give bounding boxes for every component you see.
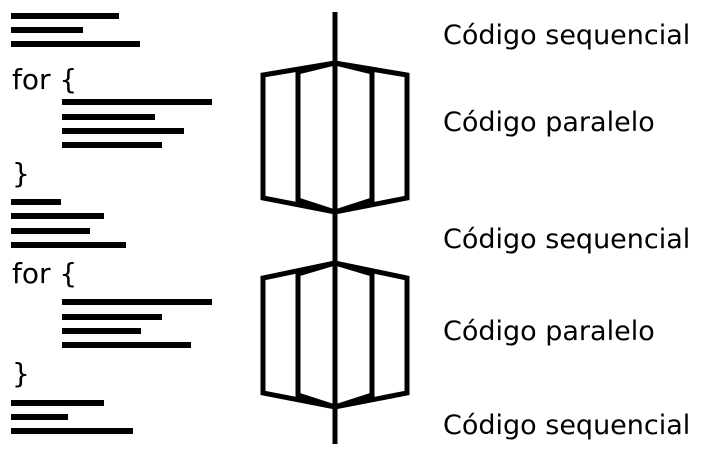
close-brace-2: } bbox=[12, 357, 30, 390]
label-sequential-1: Código sequencial bbox=[443, 20, 691, 51]
code-line-seq3-3 bbox=[11, 428, 133, 434]
code-line-seq2-3 bbox=[11, 228, 90, 234]
label-parallel-1: Código paralelo bbox=[443, 107, 655, 138]
label-parallel-2: Código paralelo bbox=[443, 316, 655, 347]
code-line-seq1-2 bbox=[11, 27, 83, 33]
label-sequential-3: Código sequencial bbox=[443, 410, 691, 441]
label-sequential-2: Código sequencial bbox=[443, 224, 691, 255]
parallel-region-2-inner bbox=[295, 260, 375, 410]
code-line-seq1-3 bbox=[11, 41, 140, 47]
code-line-loop1-3 bbox=[62, 128, 184, 134]
code-line-loop1-2 bbox=[62, 114, 155, 120]
code-line-seq2-2 bbox=[11, 213, 104, 219]
close-brace-1: } bbox=[12, 157, 30, 190]
code-line-loop1-1 bbox=[62, 99, 212, 105]
for-keyword-2: for { bbox=[12, 257, 78, 290]
code-line-loop2-2 bbox=[62, 314, 162, 320]
code-line-seq2-4 bbox=[11, 242, 126, 248]
code-line-seq3-1 bbox=[11, 400, 104, 406]
code-line-seq2-1 bbox=[11, 199, 61, 205]
code-line-seq1-1 bbox=[11, 13, 119, 19]
code-line-seq3-2 bbox=[11, 414, 68, 420]
parallel-region-1-inner bbox=[295, 60, 375, 215]
code-line-loop1-4 bbox=[62, 142, 162, 148]
for-keyword-1: for { bbox=[12, 63, 78, 96]
code-line-loop2-4 bbox=[62, 342, 191, 348]
code-line-loop2-3 bbox=[62, 328, 141, 334]
code-line-loop2-1 bbox=[62, 299, 212, 305]
